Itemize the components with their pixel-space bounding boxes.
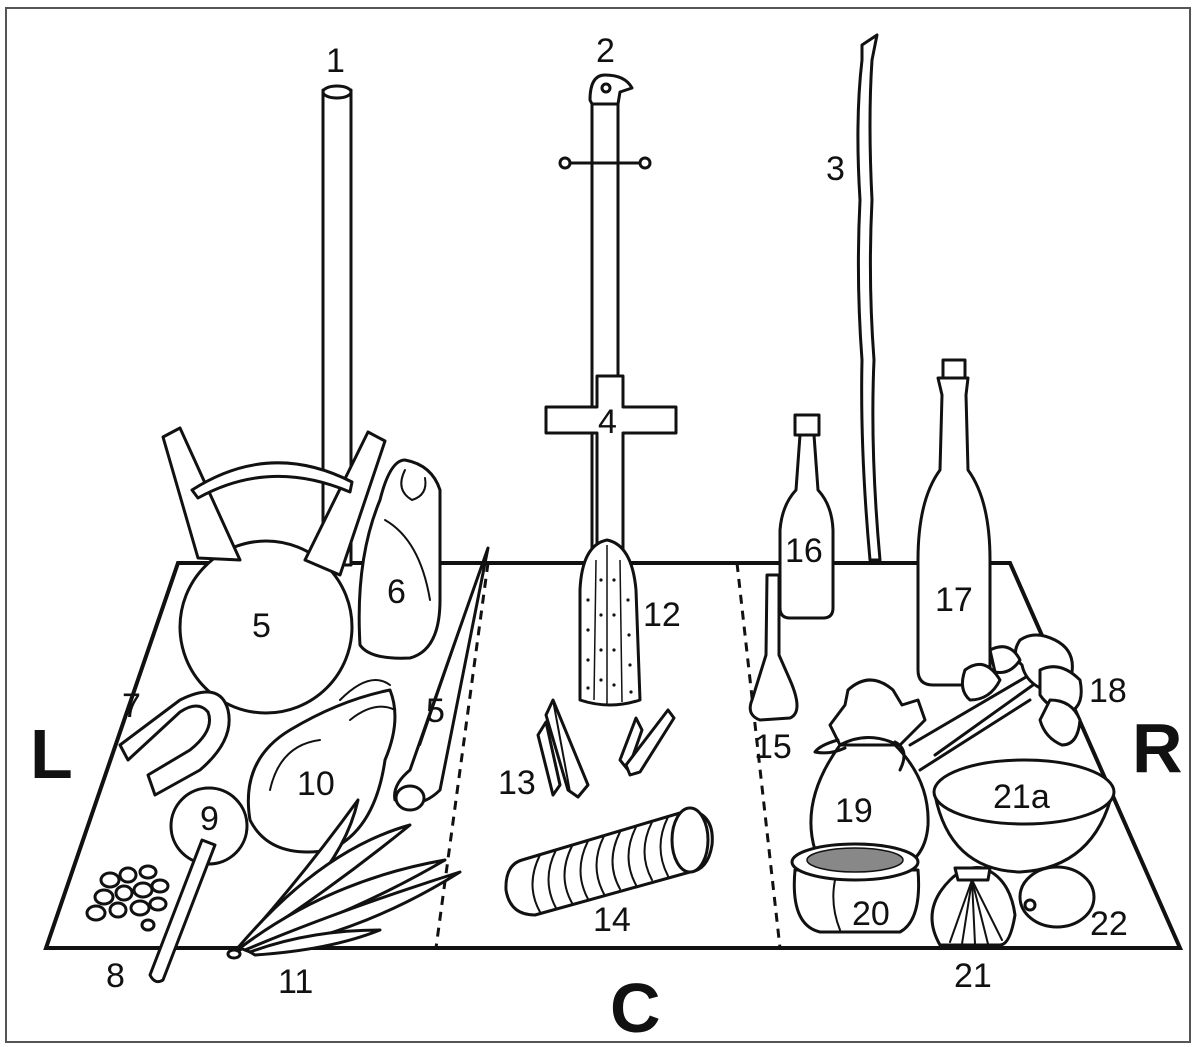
label-4: 4 <box>598 403 617 441</box>
label-5-vessel: 5 <box>252 607 271 645</box>
cactus-12 <box>580 540 640 705</box>
bottle-16 <box>780 415 833 618</box>
label-17: 17 <box>935 581 973 619</box>
label-14: 14 <box>593 901 631 939</box>
label-6: 6 <box>387 573 406 611</box>
section-label-right: R <box>1132 709 1183 787</box>
label-2: 2 <box>596 32 615 70</box>
label-7: 7 <box>122 687 141 725</box>
label-1: 1 <box>326 42 345 80</box>
label-10: 10 <box>297 765 335 803</box>
bottle-17 <box>918 360 990 685</box>
label-12: 12 <box>643 596 681 634</box>
label-22: 22 <box>1090 905 1128 943</box>
label-11: 11 <box>278 963 313 1001</box>
label-20: 20 <box>852 895 890 933</box>
label-16: 16 <box>785 532 823 570</box>
label-13: 13 <box>498 764 536 802</box>
label-8: 8 <box>106 957 125 995</box>
label-19: 19 <box>835 792 873 830</box>
label-5-blade: 5 <box>426 692 445 730</box>
label-18: 18 <box>1089 672 1127 710</box>
label-15: 15 <box>754 728 792 766</box>
section-label-left: L <box>30 715 73 793</box>
section-label-center: C <box>610 969 661 1047</box>
figurine-6 <box>359 460 440 658</box>
label-9: 9 <box>200 800 219 838</box>
label-3: 3 <box>826 150 845 188</box>
label-21: 21 <box>954 957 992 995</box>
label-21a: 21a <box>993 778 1050 816</box>
staff-3 <box>858 35 880 560</box>
fruit-22 <box>1020 867 1094 927</box>
